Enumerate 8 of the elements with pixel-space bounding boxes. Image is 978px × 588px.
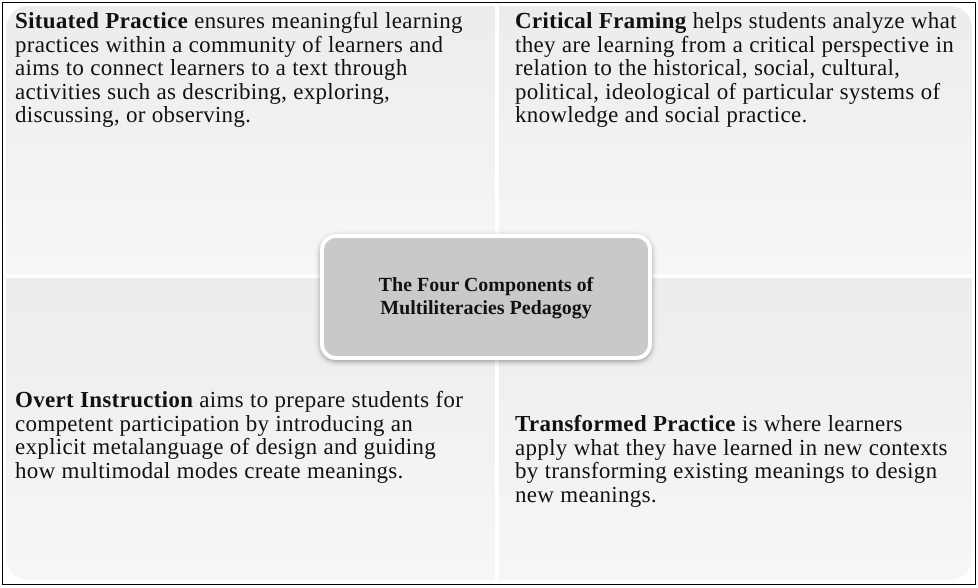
quadrant-panel xyxy=(499,6,972,274)
quadrant-text: Critical Framing helps students analyze what they are learning from a critical perspective in relation to the historical, social, cultural, political, ideological of particular systems of knowledge and social practice. xyxy=(515,9,958,126)
quadrant-text: Overt Instruction aims to prepare students for competent participation by introducing an explicit metalanguage of design and guiding how multimodal modes create meanings. xyxy=(15,388,464,482)
quadrant-text: Transformed Practice is where learners apply what they have learned in new contexts by transforming existing meanings to design new meanings. xyxy=(515,412,949,506)
center-title: The Four Components of Multiliteracies Pedagogy xyxy=(378,274,594,320)
center-box xyxy=(320,234,652,360)
quadrant-text: Situated Practice ensures meaningful learning practices within a community of learners and aims to connect learners to a text through activities such as describing, exploring, discussing, or observing. xyxy=(15,9,464,126)
quadrant-panel xyxy=(6,6,495,274)
